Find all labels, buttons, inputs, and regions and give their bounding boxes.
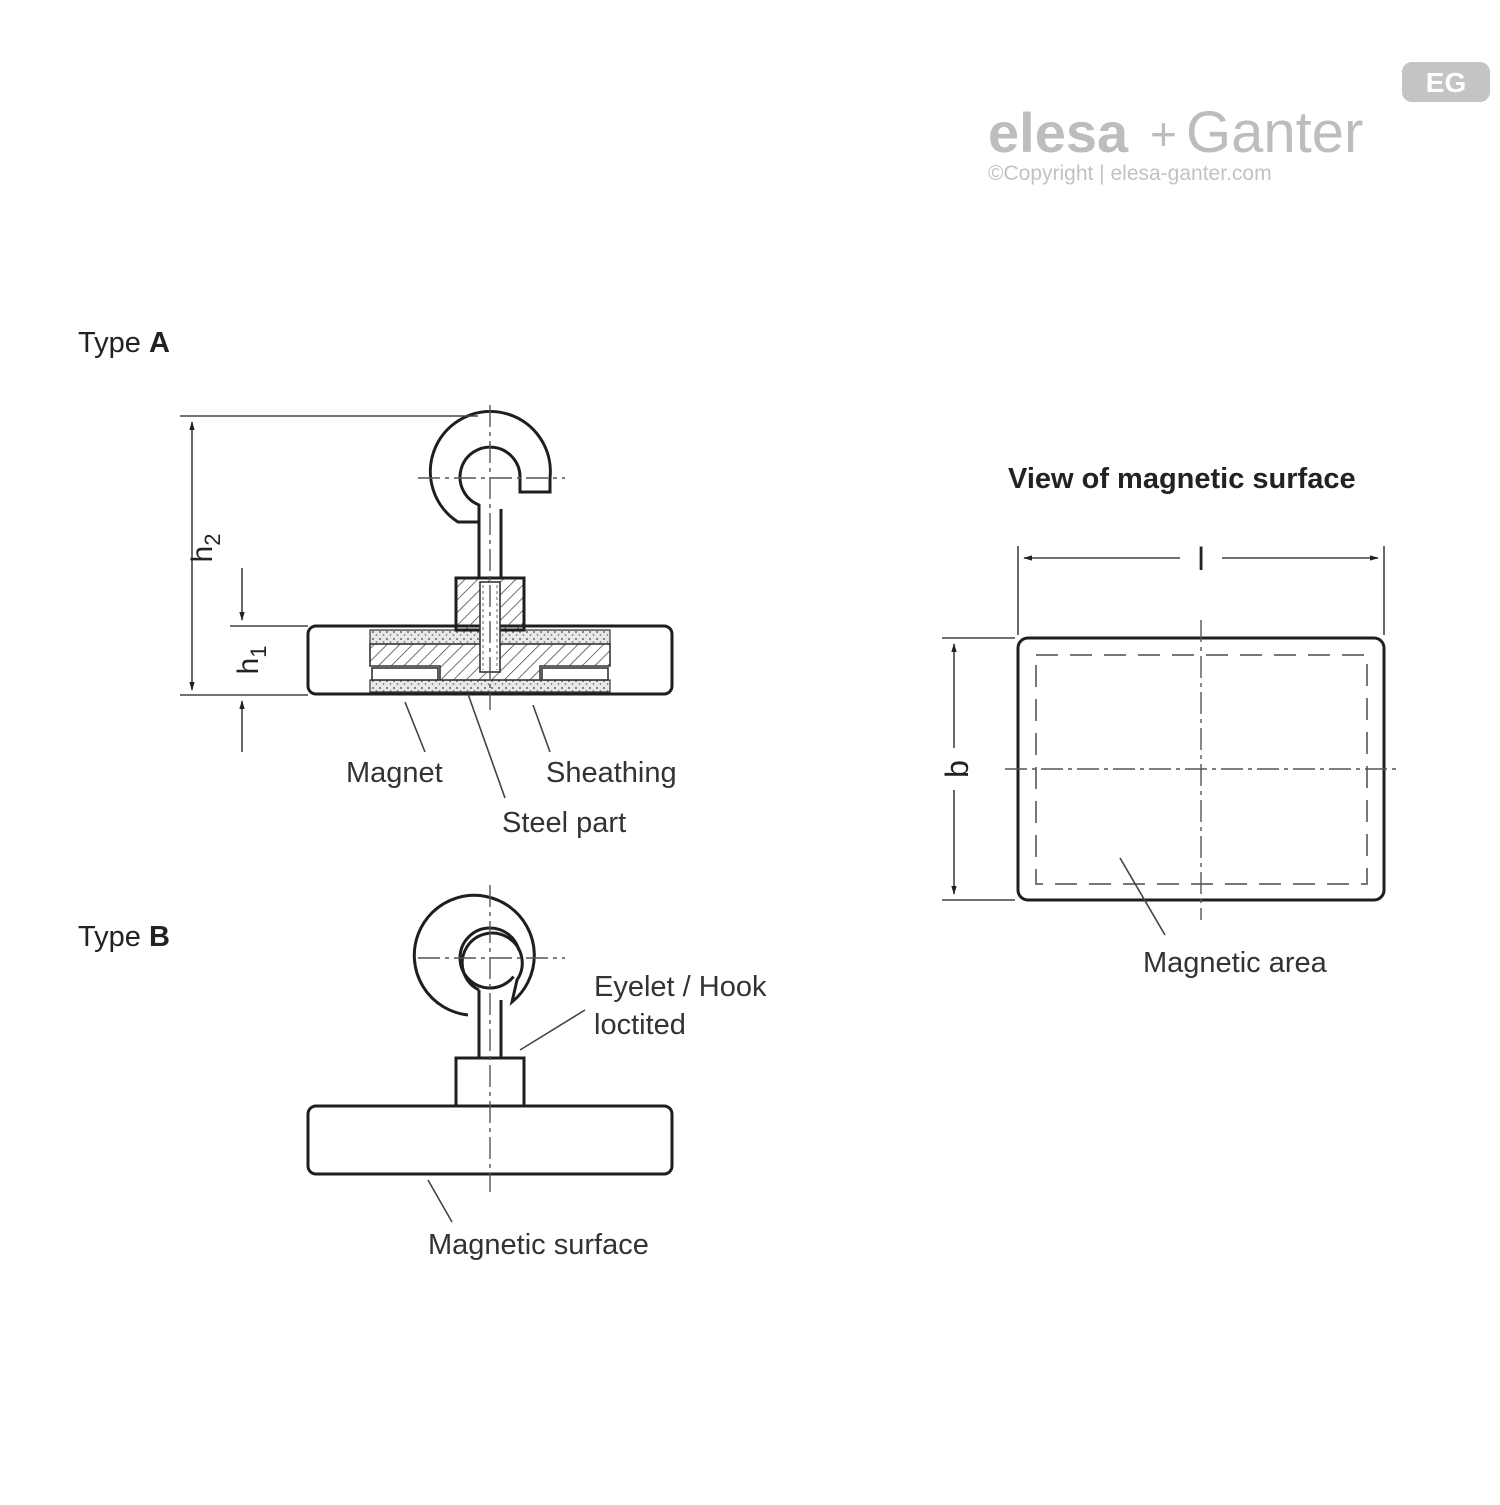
brand-logo: elesa + Ganter EG ©Copyright | elesa-gan… bbox=[988, 62, 1490, 185]
callout-magnetic-surface: Magnetic surface bbox=[428, 1229, 649, 1261]
logo-text-elesa: elesa bbox=[988, 101, 1129, 164]
callout-eyelet-hook: Eyelet / Hook bbox=[594, 971, 767, 1003]
type-b-title: Type B bbox=[78, 921, 170, 953]
magnetic-surface-view: View of magnetic surface l b Magnetic ar… bbox=[939, 463, 1400, 979]
callout-steel-part: Steel part bbox=[502, 807, 626, 839]
hook bbox=[428, 409, 552, 524]
logo-badge bbox=[1402, 62, 1490, 102]
eyelet bbox=[412, 893, 536, 1017]
callout-magnet: Magnet bbox=[346, 757, 443, 789]
callout-loctited: loctited bbox=[594, 1009, 686, 1041]
dim-h1-label: h1 bbox=[232, 646, 271, 675]
magnet-left bbox=[371, 667, 439, 681]
callout-sheathing: Sheathing bbox=[546, 757, 677, 789]
dim-b-label: b bbox=[939, 760, 975, 778]
logo-badge-text: EG bbox=[1426, 67, 1466, 98]
logo-text-ganter: Ganter bbox=[1186, 100, 1363, 165]
type-a-title: Type A bbox=[78, 327, 170, 359]
view-title: View of magnetic surface bbox=[1008, 463, 1356, 495]
magnet-right bbox=[541, 667, 609, 681]
type-a-drawing: Type A h2 bbox=[78, 327, 677, 839]
copyright-text: ©Copyright | elesa-ganter.com bbox=[988, 162, 1272, 185]
callout-magnetic-area: Magnetic area bbox=[1143, 947, 1328, 979]
type-b-drawing: Type B Eyelet / Hook loctited Magnetic s… bbox=[78, 885, 767, 1261]
logo-plus: + bbox=[1150, 108, 1177, 160]
dim-l-label: l bbox=[1197, 541, 1204, 577]
dim-h2-label: h2 bbox=[186, 534, 225, 563]
